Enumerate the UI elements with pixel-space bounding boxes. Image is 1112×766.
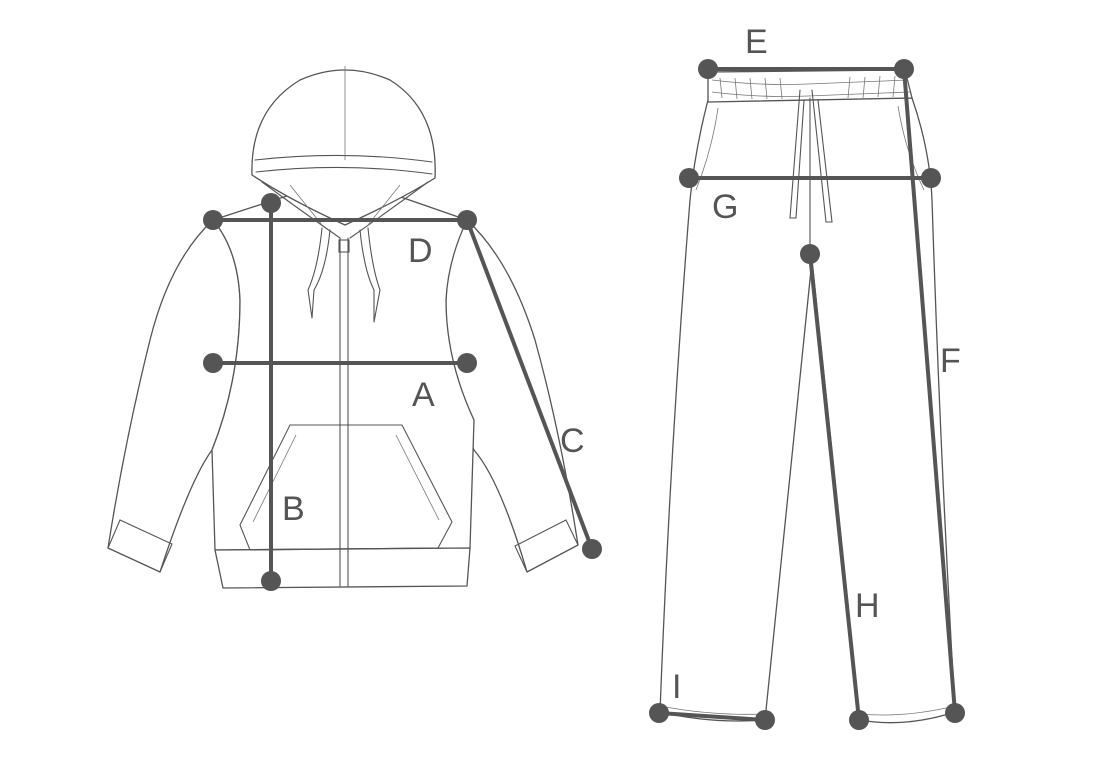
endpoint-b-bottom — [261, 571, 281, 591]
endpoint-i-left — [649, 703, 669, 723]
label-a: A — [412, 376, 435, 414]
endpoint-e-left — [698, 59, 718, 79]
hoodie-zipper — [339, 237, 349, 587]
pants-waistband — [707, 69, 913, 103]
hoodie-pocket — [239, 424, 453, 551]
hoodie-body — [211, 194, 475, 551]
endpoint-c-bottom — [582, 539, 602, 559]
pants-drawstring — [789, 89, 833, 223]
pants-outline — [659, 97, 956, 724]
endpoint-a-left — [203, 353, 223, 373]
measure-line-i — [657, 711, 767, 722]
hoodie-waistband — [214, 547, 471, 589]
endpoint-g-right — [921, 168, 941, 188]
measurement-labels: A B C D E F G H I — [282, 23, 961, 706]
hoodie-drawstring-right — [359, 227, 381, 323]
measure-line-h — [808, 252, 861, 722]
label-h: H — [855, 587, 880, 625]
endpoint-h-top — [800, 244, 820, 264]
label-b: B — [282, 490, 305, 528]
endpoint-i-right — [755, 710, 775, 730]
label-f: F — [940, 342, 961, 380]
label-i: I — [672, 668, 681, 706]
endpoint-d-right — [457, 210, 477, 230]
pants-drawing — [659, 69, 956, 724]
measure-line-c — [465, 218, 594, 551]
label-e: E — [745, 23, 768, 61]
measurement-lines — [211, 67, 957, 722]
endpoint-h-bottom — [849, 710, 869, 730]
endpoint-g-left — [679, 168, 699, 188]
hoodie-drawstring-left — [307, 227, 331, 319]
endpoint-a-right — [457, 353, 477, 373]
endpoint-b-top — [261, 193, 281, 213]
endpoint-f-bottom — [945, 703, 965, 723]
label-d: D — [408, 232, 433, 270]
label-g: G — [712, 188, 738, 226]
label-c: C — [560, 422, 585, 460]
measurement-endpoints — [203, 59, 965, 730]
endpoint-e-right — [894, 59, 914, 79]
endpoint-d-left — [203, 210, 223, 230]
hoodie-drawing — [107, 66, 579, 589]
